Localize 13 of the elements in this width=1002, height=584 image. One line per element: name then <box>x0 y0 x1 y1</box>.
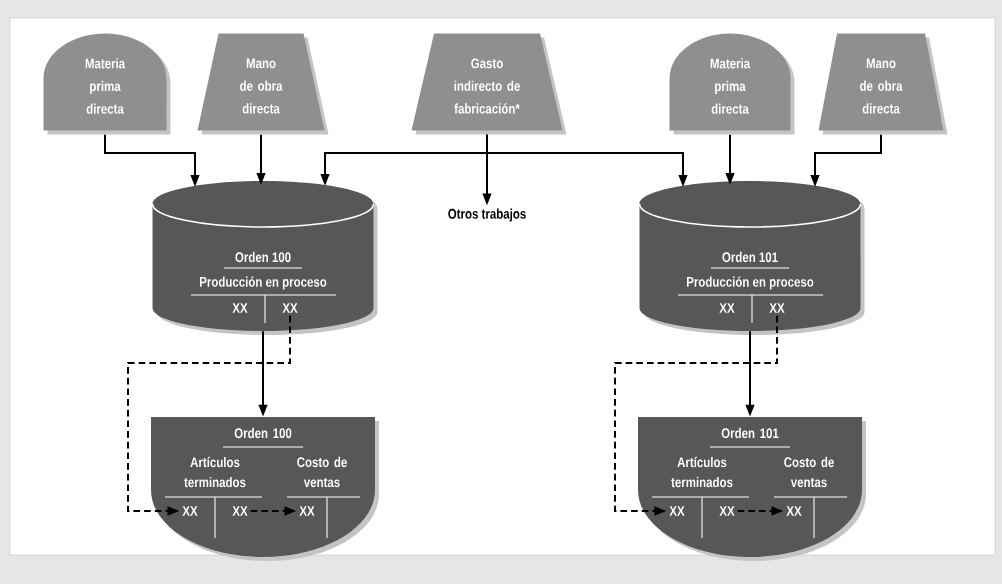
text-label: Otros trabajos <box>448 208 526 222</box>
arrow <box>127 314 291 516</box>
cell-value: XX <box>299 506 315 516</box>
cell-value: XX <box>232 303 248 313</box>
cell-value: XX <box>182 506 198 516</box>
cell-value: XX <box>282 303 298 313</box>
cell-value: XX <box>232 506 248 516</box>
arrow <box>614 314 778 516</box>
cell-value: XX <box>719 506 735 516</box>
cell-value: XX <box>786 506 802 516</box>
cell-value: XX <box>719 303 735 313</box>
cell-value: XX <box>669 506 685 516</box>
cell-value: XX <box>769 303 785 313</box>
